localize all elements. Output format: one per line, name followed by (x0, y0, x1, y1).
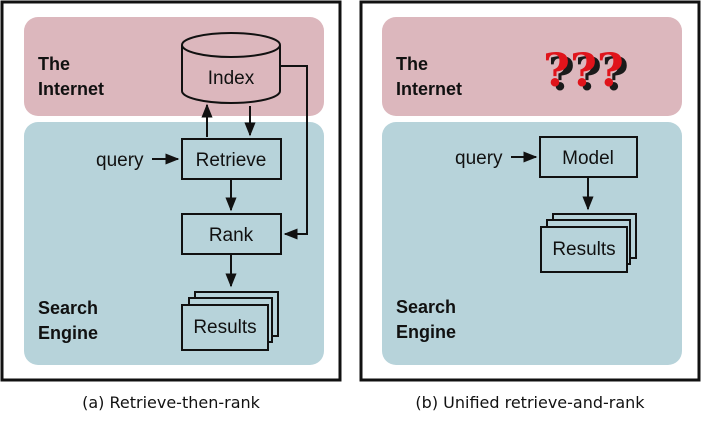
panel-b-engine-label-2: Engine (396, 322, 456, 342)
panel-a-engine-label-2: Engine (38, 323, 98, 343)
panel-a-internet-label-1: The (38, 54, 70, 74)
panel-b-engine-label-1: Search (396, 297, 456, 317)
panel-b-internet-region (382, 17, 682, 116)
question-marks-icon: ??? (543, 43, 624, 97)
panel-a-caption: (a) Retrieve-then-rank (82, 393, 261, 412)
index-label: Index (208, 68, 255, 89)
panel-a-engine-label-1: Search (38, 298, 98, 318)
model-label: Model (562, 148, 614, 169)
panel-b-results-stack (540, 213, 637, 273)
panel-a: The Internet Index Retrieve Rank Results… (0, 0, 342, 412)
model-box (539, 136, 638, 178)
question-marks-shadow: ??? (548, 47, 629, 101)
panel-b-internet-label-1: The (396, 54, 428, 74)
panel-a-results-stack (181, 291, 279, 351)
index-to-rank-arrow (280, 65, 308, 240)
panel-a-internet-label-2: Internet (38, 79, 104, 99)
rank-label: Rank (209, 225, 254, 246)
panel-b-caption: (b) Unified retrieve-and-rank (415, 393, 645, 412)
panel-b-engine-region (382, 122, 682, 365)
panel-a-results-label: Results (193, 317, 256, 338)
panel-a-query-label: query (96, 150, 144, 171)
panel-b-query-label: query (455, 148, 503, 169)
index-database-icon (181, 32, 281, 104)
panel-b: The Internet ??? ??? query Model Results… (359, 0, 701, 412)
panel-b-internet-label-2: Internet (396, 79, 462, 99)
retrieve-label: Retrieve (196, 150, 267, 171)
panel-b-results-label: Results (552, 239, 615, 260)
